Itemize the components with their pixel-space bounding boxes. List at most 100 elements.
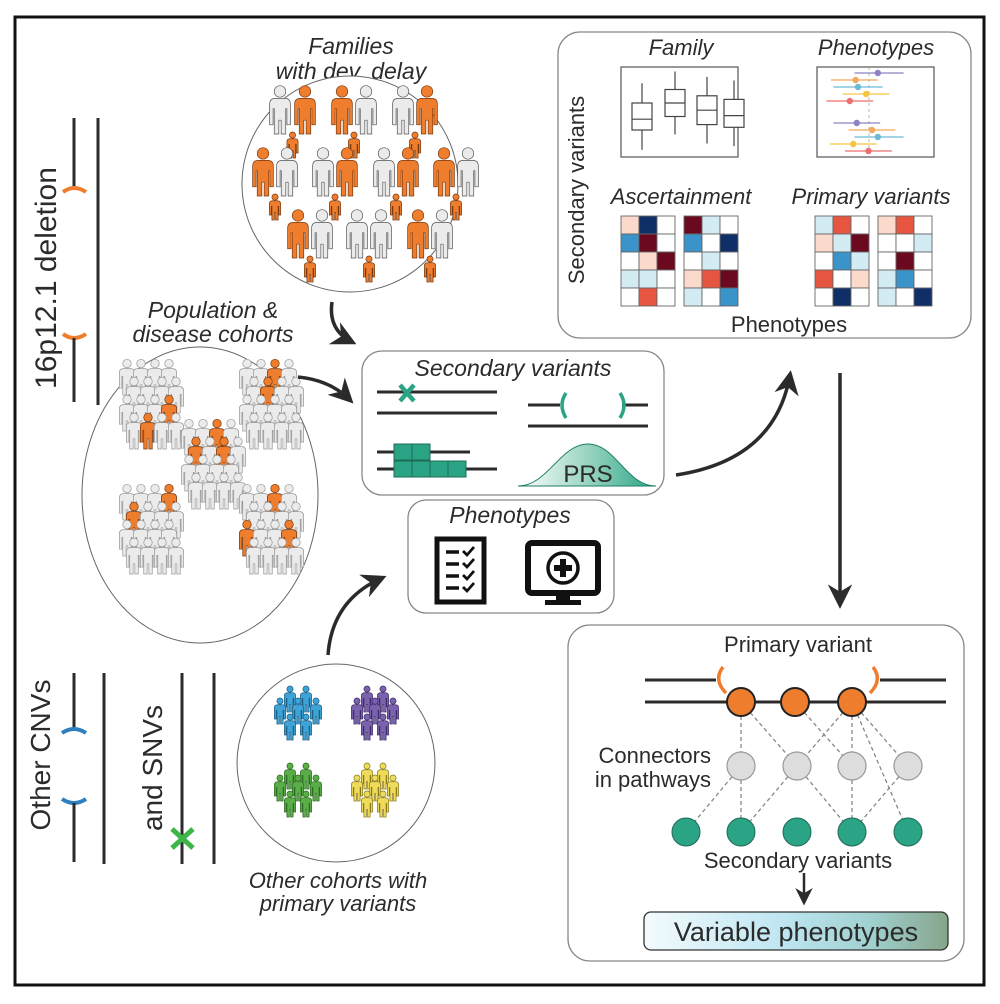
family-member-orange [433,147,455,197]
cohort-group [351,685,399,741]
other-cohorts-title-line1: Other cohorts with [249,868,428,893]
snv-cross-icon [170,827,195,850]
families-cohort: Families with dev. delay [241,33,479,293]
heatmap-cell [814,251,834,271]
repeat-expansion-icon [377,443,497,478]
person-icon [287,412,305,450]
cohort-person-icon [361,713,373,741]
connector-node [782,751,812,781]
family-member-gray [373,147,395,197]
heatmap [814,215,870,307]
heatmap-cell [850,215,870,235]
cohort-person-icon [351,697,363,725]
heatmap-cell [850,287,870,307]
heatmap-cell [895,251,915,271]
heatmap-cell [850,269,870,289]
connector-node [837,751,867,781]
cohort-person-icon [310,697,322,725]
forest-estimate [829,140,877,148]
person-icon [287,537,305,575]
heatmap-cell [913,233,933,253]
heatmap-cell [620,251,640,271]
heatmap-cell [877,233,897,253]
boxplot [723,80,745,147]
heatmap-cell [850,233,870,253]
heatmap-cell [701,251,721,271]
cohort-person-icon [377,790,389,818]
heatmap-cell [814,269,834,289]
family-member-gray [276,147,298,197]
forest-estimate [831,76,878,84]
arrow-population-to-secondary [297,375,354,404]
person-icon [139,537,157,575]
other-cnvs-chromosome: Other CNVs [25,673,106,864]
forest-estimate [833,119,881,127]
analysis-y-axis-label: Secondary variants [564,96,589,284]
phenotypes-box-title: Phenotypes [449,502,571,528]
heatmap [683,215,739,307]
heatmap-cell [638,251,658,271]
person-icon [153,537,171,575]
heatmap-cell [620,215,640,235]
heatmap-cell [719,233,739,253]
phenotype-forest-plot [826,69,904,155]
forest-estimate [854,69,904,77]
family-member-gray [431,209,453,259]
forest-estimate [848,126,896,134]
family-member-orange [252,147,274,197]
heatmap-cell [701,215,721,235]
network-panel: Primary variant Connectors in pathways S… [567,624,965,962]
heatmap-cell [683,269,703,289]
family-member-gray [370,209,392,259]
child-icon [390,193,402,221]
cohort-person-icon [284,790,296,818]
variable-phenotypes-label: Variable phenotypes [674,917,918,947]
cohort-person-icon [300,790,312,818]
heatmap-cell [701,269,721,289]
family-member-orange [287,209,309,259]
child-icon [269,193,281,221]
primary-variant-node [837,687,867,717]
secondary-box-title: Secondary variants [415,355,612,381]
person-icon [153,412,171,450]
heatmap-cell [719,215,739,235]
cohort-person-icon [361,790,373,818]
heatmap-cell [877,269,897,289]
child-icon [424,255,436,283]
arrow-families-to-secondary [328,301,357,345]
secondary-variant-node [837,817,867,847]
heatmap-cell [877,287,897,307]
primary-variant-label: Primary variant [724,632,872,657]
flow-arrows [297,301,853,656]
population-crowd [118,358,185,450]
secondary-variant-node [782,817,812,847]
heatmap-cell [656,215,676,235]
heatmap-cell [814,233,834,253]
family-member-gray [269,85,291,135]
heatmap-cell [832,269,852,289]
cohort-person-icon [387,774,399,802]
heatmap-cell [683,215,703,235]
cnv-breakpoint-lower-icon [60,797,88,805]
families-people [252,85,479,283]
heatmap-cell [701,233,721,253]
phenotypes-plot-title: Phenotypes [818,35,934,60]
population-crowd [180,418,247,510]
population-title-line2: disease cohorts [132,321,294,347]
heatmap-cell [683,251,703,271]
family-member-gray [311,209,333,259]
heatmap-cell [638,215,658,235]
cohort-group [274,685,322,741]
heatmap-cell [913,269,933,289]
secondary-variants-box: Secondary variants PRS [361,350,665,496]
other-cohorts-circle [236,663,436,863]
family-boxplots [631,71,745,150]
heatmap-cell [701,287,721,307]
population-cohort: Population & disease cohorts [81,297,319,644]
cohort-person-icon [369,697,381,725]
person-icon [215,472,233,510]
boxplot [696,76,718,144]
primary-variant-node [726,687,756,717]
family-member-orange [336,147,358,197]
heatmap-cell [620,269,640,289]
